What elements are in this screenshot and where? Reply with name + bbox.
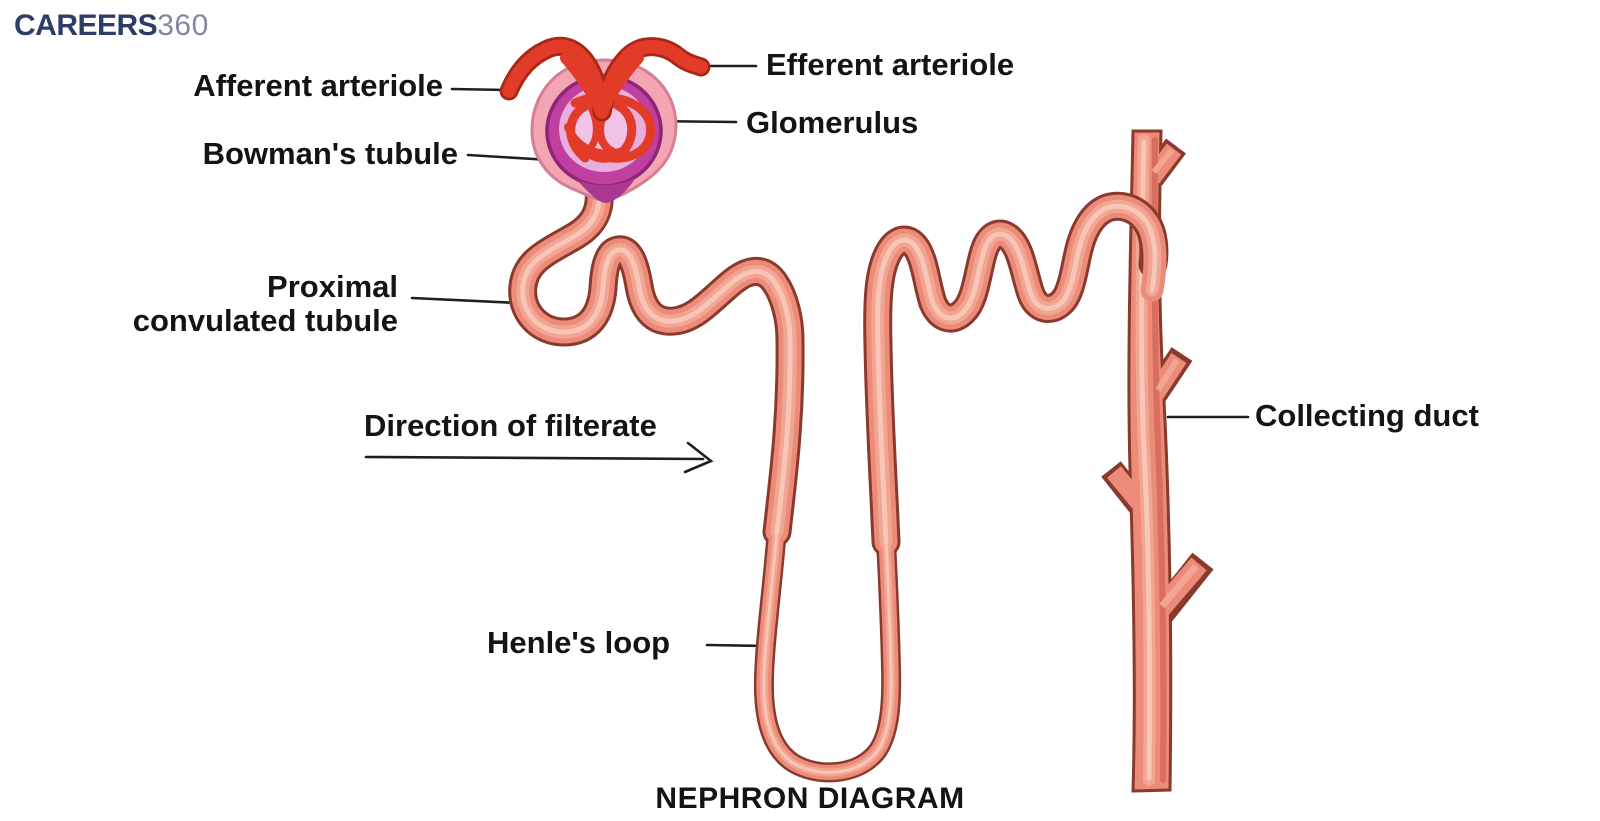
proximal-tubule-highlight [520,189,793,535]
label-direction-of-filtrate: Direction of filterate [364,408,657,443]
capillary-loop [581,101,600,156]
label-efferent-arteriole: Efferent arteriole [766,47,1015,82]
henles-loop-highlight [762,528,893,774]
proximal-leader-line [410,296,520,305]
label-collecting-duct: Collecting duct [1255,398,1479,433]
duct-branch-sheen [1159,563,1199,609]
bowmans-leader-line [466,153,552,162]
glomerulus-shape [564,92,656,163]
duct-branch-sheen [1151,148,1175,174]
label-afferent-arteriole: Afferent arteriole [193,68,443,103]
collecting-duct-shape [1101,129,1214,793]
brand-logo-secondary: 360 [157,9,209,42]
henles-loop-outline [753,520,902,783]
label-bowmans-tubule: Bowman's tubule [202,136,458,171]
brand-logo: CAREERS360 [14,10,209,42]
duct-branch [1107,466,1149,512]
diagram-title: NEPHRON DIAGRAM [655,782,965,815]
distal-tubule-highlight [875,203,1158,545]
vessel-entry [596,52,644,118]
duct-branch-sheen [1155,358,1180,392]
arterioles-shape [499,36,711,122]
direction-arrow-head [683,441,714,474]
afferent-leader-line [450,87,509,92]
label-glomerulus: Glomerulus [746,105,919,140]
direction-arrow [364,441,714,474]
efferent-arteriole-vessel [595,40,708,119]
tubule-shape [508,177,1169,783]
label-proximal-tubule: Proximal convulated tubule [98,270,398,338]
direction-arrow-shaft [364,455,705,461]
brand-logo-primary: CAREERS [14,9,158,42]
capsule-funnel [575,177,636,204]
label-proximal-line2: convulated tubule [132,303,398,338]
henles-leader-line [705,643,766,648]
label-henles-loop: Henle's loop [487,625,671,660]
label-proximal-line1: Proximal [267,269,398,304]
